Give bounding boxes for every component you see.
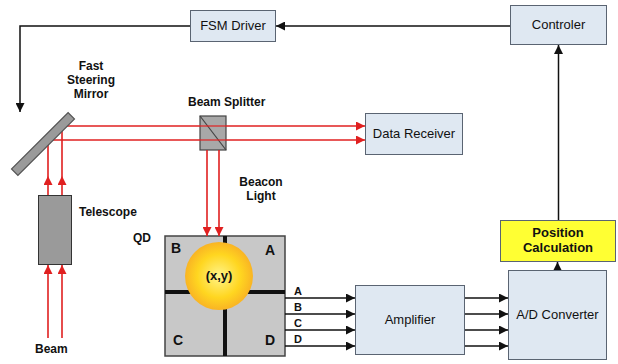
- connector-path: [20, 26, 190, 112]
- connector-path: [285, 297, 355, 299]
- connector-path: [465, 329, 508, 331]
- steering-mirror: Fast Steering Mirror: [12, 112, 74, 176]
- beam-line: [200, 139, 226, 140]
- mirror-plate: [12, 113, 75, 176]
- connector-path: [465, 297, 508, 299]
- connector-path: [276, 25, 510, 27]
- connector-path: [74, 125, 200, 127]
- node-heading: QD: [133, 232, 151, 246]
- quadrant-letter: D: [265, 332, 275, 348]
- node-text: FSM Driver: [200, 19, 266, 34]
- telescope: Telescope: [38, 195, 72, 265]
- converter-box: A/D Converter: [508, 270, 607, 360]
- connector-path: [285, 329, 355, 331]
- quadrant-letter: B: [171, 240, 181, 256]
- node-heading: Telescope: [79, 206, 137, 220]
- beam-name: Beam: [35, 343, 68, 357]
- beam-name: Beacon Light: [234, 176, 288, 204]
- splitter-diagonal: [200, 116, 226, 150]
- signal-name: A: [293, 285, 303, 297]
- connector-path: [285, 313, 355, 315]
- signal-connector: [465, 330, 508, 331]
- signal-connector: [20, 26, 190, 112]
- beam-connector: [74, 126, 200, 140]
- splitter-cube: [200, 116, 226, 150]
- node-text: Controler: [532, 18, 585, 33]
- beam-line: [61, 265, 63, 338]
- node-text: Data Receiver: [373, 127, 455, 142]
- controller-box: Controler: [510, 5, 607, 45]
- signal-name: D: [293, 333, 303, 345]
- signal-name: B: [293, 301, 303, 313]
- detector-square: [165, 236, 285, 356]
- connector-path: [61, 176, 63, 195]
- calculation-box: Position Calculation: [500, 220, 616, 262]
- connector-path: [285, 345, 355, 347]
- connector-path: [465, 313, 508, 315]
- signal-connector: [285, 330, 355, 331]
- beam-line: [47, 265, 49, 338]
- signal-connector: [465, 346, 508, 347]
- beam-line: [48, 140, 74, 176]
- light-spot: (x,y): [185, 242, 253, 310]
- amplifier-box: Amplifier: [355, 285, 465, 355]
- beam-line: [200, 125, 226, 126]
- quadrant-letter: C: [173, 332, 183, 348]
- connector-path: [557, 262, 559, 270]
- connector-path: [226, 139, 365, 141]
- node-text: Amplifier: [385, 313, 436, 328]
- signal-connector: [276, 26, 510, 27]
- connector-path: [226, 125, 365, 127]
- signal-connector: [285, 346, 355, 347]
- quadrant-letter: A: [265, 242, 275, 258]
- connector-path: [465, 345, 508, 347]
- signal-connector: [465, 298, 508, 299]
- driver-box: FSM Driver: [190, 10, 276, 42]
- receiver-box: Data Receiver: [365, 113, 463, 155]
- node-text: Position Calculation: [507, 226, 609, 256]
- signal-connector: [465, 314, 508, 315]
- node-heading: Fast Steering Mirror: [58, 60, 124, 101]
- connector-path: [218, 150, 220, 236]
- connector-path: [558, 45, 560, 220]
- beam-connector: [48, 176, 62, 195]
- signal-name: C: [293, 317, 303, 329]
- quadrant-detector: QD(x,y)BACD: [165, 236, 285, 356]
- connector-path: [47, 176, 49, 195]
- beam-splitter: Beam Splitter: [200, 116, 226, 150]
- connector-path: [74, 139, 200, 141]
- signal-connector: [285, 298, 355, 299]
- connector-path: [206, 150, 208, 236]
- signal-connector: [558, 45, 559, 220]
- signal-connector: [285, 314, 355, 315]
- node-text: (x,y): [206, 269, 233, 284]
- signal-connector: [557, 262, 558, 270]
- beam-line: [62, 126, 74, 176]
- beam-connector: [226, 126, 365, 140]
- beam-connector: [207, 150, 219, 236]
- node-heading: Beam Splitter: [188, 96, 265, 110]
- node-text: A/D Converter: [516, 308, 598, 323]
